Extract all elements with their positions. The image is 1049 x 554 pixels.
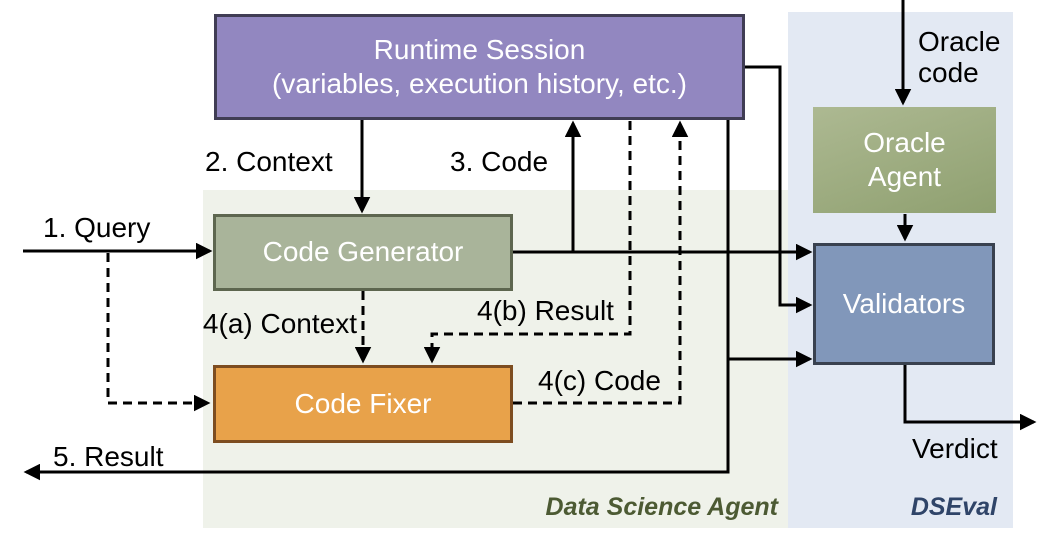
- code-fixer-label: Code Fixer: [294, 387, 432, 419]
- data-science-agent-region-label: Data Science Agent: [545, 493, 778, 521]
- edge-label-context: 2. Context: [205, 146, 333, 177]
- runtime-session-title: Runtime Session: [373, 33, 586, 65]
- edge-label-code: 3. Code: [450, 146, 549, 177]
- validators-label: Validators: [842, 287, 966, 319]
- edge-label-query: 1. Query: [43, 212, 151, 243]
- arrow-runtime-to-validators: [745, 65, 813, 314]
- arrow-result-out: [23, 120, 730, 481]
- dseval-region-label: DSEval: [910, 493, 997, 521]
- oracle-agent-label-line2: Agent: [867, 161, 942, 192]
- edge-label-fix-result: 4(b) Result: [477, 295, 614, 326]
- oracle-code-line2: code: [918, 57, 979, 89]
- oracle-code-line1: Oracle: [918, 26, 1001, 57]
- arrow-verdict-out: [903, 365, 1037, 431]
- arrow-fixer-code-to-runtime: [513, 120, 689, 405]
- oracle-agent-box: Oracle Agent: [813, 107, 996, 213]
- edge-label-oracle-code: Oracle code: [918, 26, 1000, 89]
- code-generator-box: Code Generator: [213, 214, 513, 291]
- code-generator-label: Code Generator: [262, 236, 464, 268]
- edge-label-fix-code: 4(c) Code: [538, 365, 661, 396]
- edge-label-verdict: Verdict: [912, 433, 998, 464]
- runtime-session-box: Runtime Session (variables, execution hi…: [214, 14, 745, 120]
- code-fixer-box: Code Fixer: [213, 365, 513, 443]
- arrow-runtime-result-to-fixer: [423, 121, 632, 364]
- validators-box: Validators: [813, 243, 995, 365]
- edge-label-result: 5. Result: [53, 441, 164, 472]
- edge-label-fix-context: 4(a) Context: [202, 308, 357, 339]
- arrow-query-to-fixer: [106, 253, 211, 412]
- runtime-session-subtitle: (variables, execution history, etc.): [272, 68, 687, 99]
- oracle-agent-label-line1: Oracle: [863, 126, 946, 158]
